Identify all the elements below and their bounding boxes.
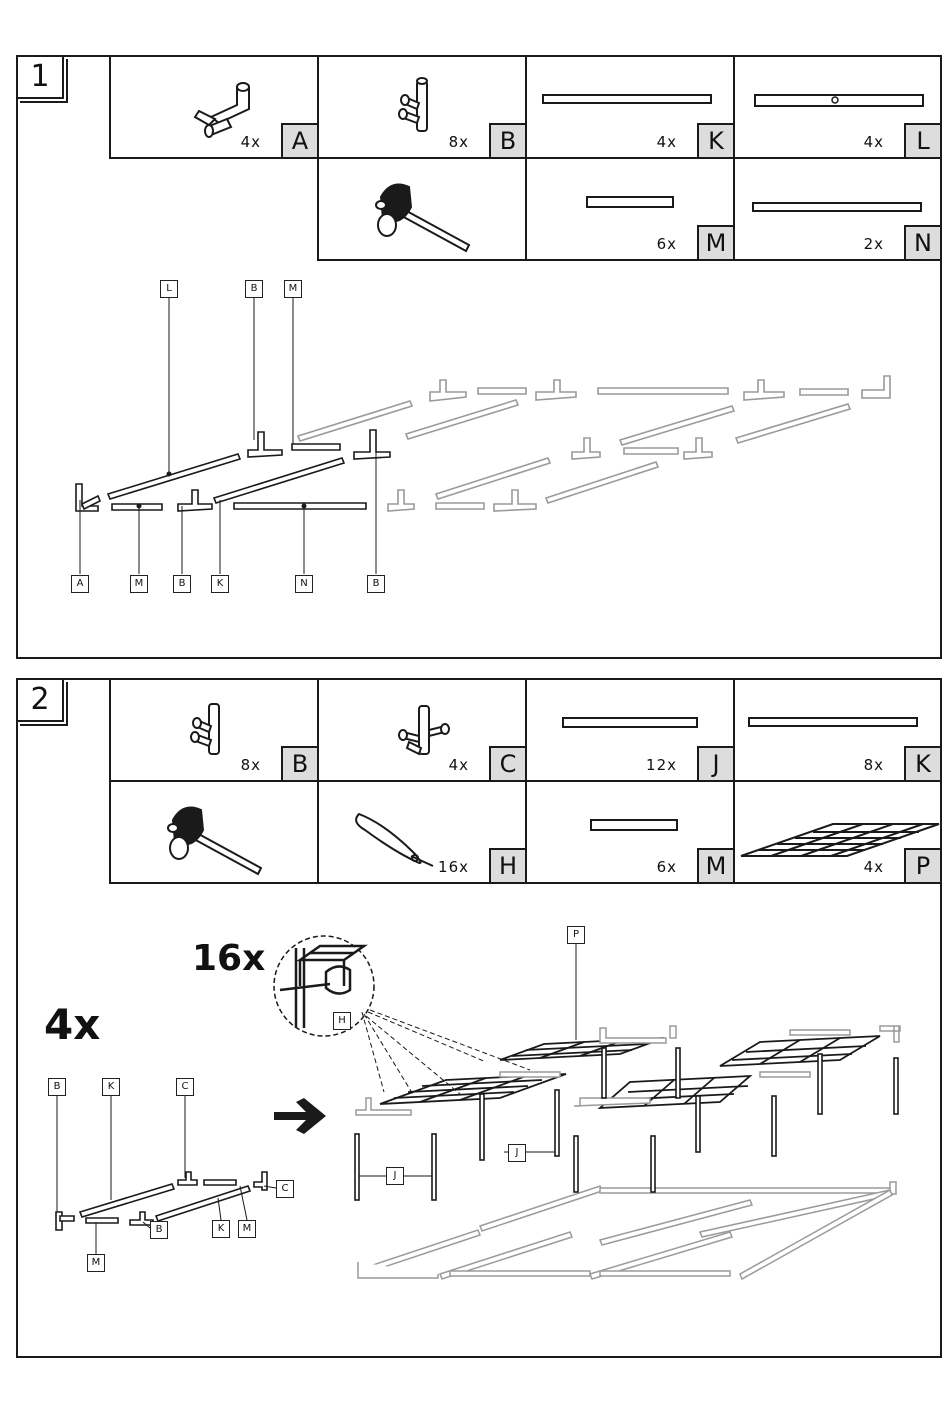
detail-tag-H: H <box>333 1012 351 1030</box>
callout-K: K <box>212 1220 230 1238</box>
callout-B: B <box>150 1221 168 1239</box>
spacer-tag-J: J <box>386 1167 404 1185</box>
spacer-tag-J: J <box>508 1144 526 1162</box>
callout-C: C <box>276 1180 294 1198</box>
callout-K: K <box>102 1078 120 1096</box>
right-arrow-icon <box>274 1098 326 1134</box>
callout-B: B <box>48 1078 66 1096</box>
callout-M: M <box>87 1254 105 1272</box>
callout-M: M <box>238 1220 256 1238</box>
panel-tag-P: P <box>567 926 585 944</box>
callout-C: C <box>176 1078 194 1096</box>
strap-detail-magnifier <box>274 936 530 1096</box>
upright-tubes <box>355 1048 898 1200</box>
